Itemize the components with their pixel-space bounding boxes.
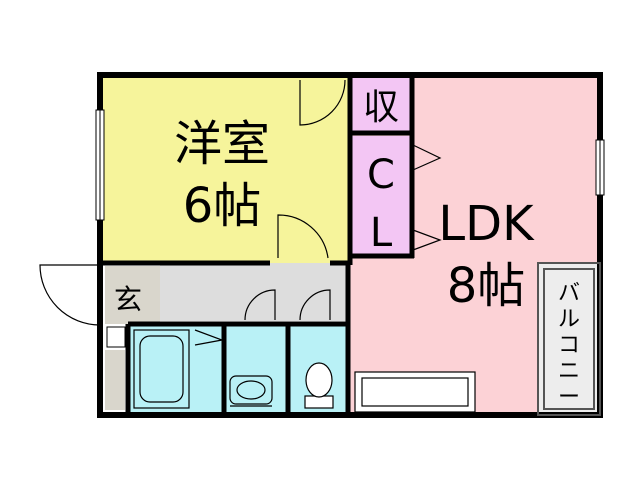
ldk-name: LDK <box>438 196 535 252</box>
balcony-railing <box>537 262 601 416</box>
entrance-lower-floor <box>105 350 125 410</box>
kitchen-counter <box>354 371 476 413</box>
ldk-size: 8帖 <box>447 258 526 314</box>
balcony-char: バ <box>558 281 580 306</box>
closet-label-c: C <box>367 152 395 198</box>
western-room-floor <box>100 75 350 263</box>
entrance-floor <box>105 266 160 324</box>
storage-label: 収 <box>363 87 399 128</box>
closet-label-l: L <box>370 210 393 256</box>
hallway-floor <box>160 263 350 321</box>
closet-floor <box>350 136 412 254</box>
western-room-size: 6帖 <box>183 178 262 234</box>
windows <box>95 109 605 221</box>
balcony-char: ニ <box>558 359 580 384</box>
shoe-cabinet <box>106 326 126 348</box>
storage-floor <box>350 75 412 131</box>
balcony-label: バ ル コ ニ ー <box>558 281 580 410</box>
washroom-floor <box>224 325 287 413</box>
door-swings <box>39 79 442 346</box>
washbasin <box>229 375 273 407</box>
bathtub <box>133 329 190 409</box>
western-room-name: 洋室 <box>174 116 270 172</box>
bathroom-floor <box>130 325 222 413</box>
entrance-label: 玄 <box>114 283 142 316</box>
interior-walls <box>97 75 415 415</box>
toilet <box>304 362 334 409</box>
balcony-char: ー <box>558 385 580 410</box>
balcony-char: コ <box>558 333 580 358</box>
balcony-char: ル <box>558 307 580 332</box>
balcony-floor <box>538 263 600 415</box>
